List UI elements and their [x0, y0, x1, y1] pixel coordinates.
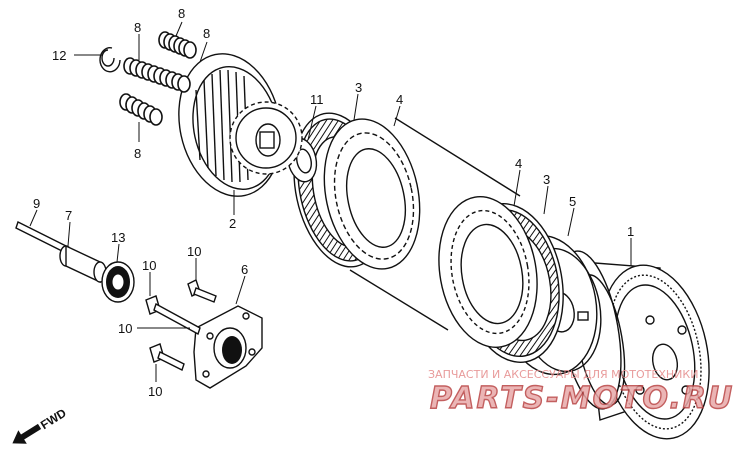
label-12: 12 — [52, 48, 66, 63]
fwd-indicator: FWD — [12, 406, 69, 444]
fwd-label: FWD — [38, 406, 69, 433]
clutch-pressure-plate — [178, 53, 303, 197]
clutch-spring-b — [123, 57, 191, 93]
arrow-icon: FWD — [12, 406, 69, 444]
label-5: 5 — [569, 194, 576, 209]
label-11: 11 — [310, 92, 324, 107]
bolt-b — [145, 295, 201, 336]
label-4: 4 — [515, 156, 522, 171]
label-4: 4 — [396, 92, 403, 107]
label-7: 7 — [65, 208, 72, 223]
clutch-spring-a — [158, 31, 197, 59]
label-8: 8 — [134, 146, 141, 161]
bolt-a — [187, 279, 217, 303]
lifter-plate — [193, 305, 263, 389]
lifter-piece — [59, 244, 107, 284]
clutch-spring-c — [119, 93, 163, 126]
snap-ring — [99, 47, 121, 73]
label-10: 10 — [118, 321, 132, 336]
label-10: 10 — [142, 258, 156, 273]
watermark-logo: PARTS-MOTO.RU — [430, 381, 734, 416]
label-10: 10 — [187, 244, 201, 259]
label-2: 2 — [229, 216, 236, 231]
plate-stack-outline — [349, 117, 521, 331]
clutch-plate-rear — [438, 195, 538, 349]
label-9: 9 — [33, 196, 40, 211]
label-8: 8 — [178, 6, 185, 21]
label-3: 3 — [355, 80, 362, 95]
label-6: 6 — [241, 262, 248, 277]
watermark-tagline: ЗАПЧАСТИ И АКСЕССУАРЫ ДЛЯ МОТОТЕХНИКИ — [428, 368, 698, 381]
bearing — [101, 261, 135, 303]
watermark: ЗАПЧАСТИ И АКСЕССУАРЫ ДЛЯ МОТОТЕХНИКИ PA… — [428, 368, 734, 417]
label-8: 8 — [203, 26, 210, 41]
bolt-c — [149, 343, 185, 371]
label-3: 3 — [543, 172, 550, 187]
label-1: 1 — [627, 224, 634, 239]
label-8: 8 — [134, 20, 141, 35]
part-labels: 12 8 8 8 8 2 11 3 4 4 3 5 1 9 7 13 10 10… — [33, 6, 634, 399]
leader-lines — [29, 21, 632, 382]
lifter-rod — [15, 221, 67, 253]
label-13: 13 — [111, 230, 125, 245]
label-10: 10 — [148, 384, 162, 399]
clutch-plate-front — [323, 118, 421, 270]
